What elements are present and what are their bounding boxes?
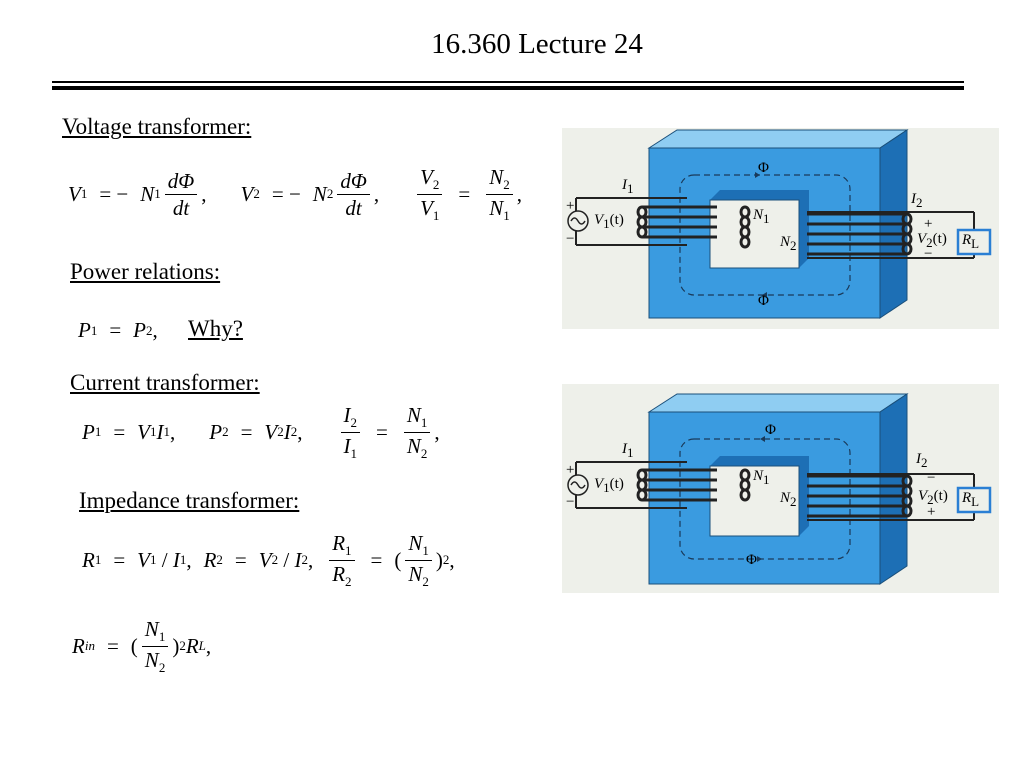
flux-label-bottom: Φ: [758, 293, 769, 309]
turns-n2-label: N2: [780, 490, 797, 509]
load-minus: −: [927, 470, 936, 486]
load-plus: +: [924, 216, 933, 232]
load-resistor-label: RL: [962, 490, 980, 509]
source-plus: +: [566, 198, 575, 214]
load-resistor-label: RL: [962, 232, 980, 251]
voltage-v2-label: V2(t): [917, 231, 947, 250]
current-transformer-heading: Current transformer:: [70, 370, 260, 395]
why-link: Why?: [188, 316, 243, 341]
source-plus: +: [566, 462, 575, 478]
turns-n2-label: N2: [780, 234, 797, 253]
current-transformer-figure: Φ Φ I1 I2 V1(t) V2(t) N1 N2 RL + − + −: [562, 384, 999, 593]
flux-label-top: Φ: [758, 160, 769, 176]
current-i1-label: I1: [622, 441, 634, 460]
voltage-transformer-figure: Φ Φ I1 I2 V1(t) V2(t) N1 N2 RL + − + −: [562, 128, 999, 329]
flux-label-bottom: Φ: [746, 552, 757, 568]
source-minus: −: [566, 494, 575, 510]
voltage-v1-label: V1(t): [594, 476, 624, 495]
flux-label-top: Φ: [765, 422, 776, 438]
voltage-transformer-heading: Voltage transformer:: [62, 114, 252, 139]
source-minus: −: [566, 231, 575, 247]
current-i2-label: I2: [911, 191, 923, 210]
power-relations-heading: Power relations:: [70, 259, 221, 284]
title-rule: [52, 81, 964, 83]
title-rule-thick: [52, 86, 964, 90]
turns-n1-label: N1: [753, 468, 770, 487]
load-plus: +: [927, 504, 936, 520]
turns-n1-label: N1: [753, 207, 770, 226]
impedance-transformer-heading: Impedance transformer:: [79, 488, 300, 513]
page-title: 16.360 Lecture 24: [431, 28, 643, 60]
current-i1-label: I1: [622, 177, 634, 196]
voltage-v1-label: V1(t): [594, 212, 624, 231]
current-i2-label: I2: [916, 451, 928, 470]
load-minus: −: [924, 246, 933, 262]
voltage-v2-label: V2(t): [918, 488, 948, 507]
